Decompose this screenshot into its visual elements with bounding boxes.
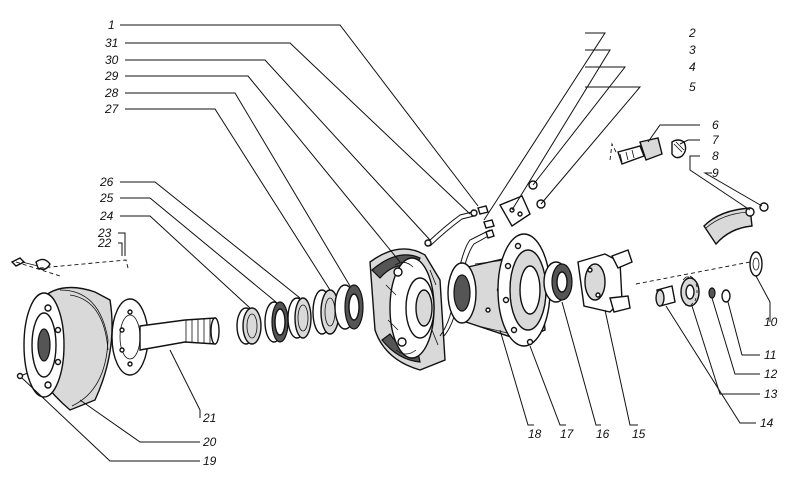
part-13-gear [680, 275, 700, 307]
label-23: 23 [97, 226, 112, 240]
part-29-30-brake-assembly [369, 248, 446, 371]
label-11: 11 [764, 348, 776, 362]
part-27-bearing [312, 289, 340, 335]
label-5: 5 [689, 80, 696, 94]
part-24-seal-ring [236, 307, 262, 345]
label-25: 25 [99, 191, 114, 205]
part-6-7-fitting-spring [617, 137, 687, 165]
label-2: 2 [688, 26, 696, 40]
label-9: 9 [712, 166, 719, 180]
part-14-bushing [655, 285, 676, 307]
part-21-axle-shaft [111, 298, 220, 376]
label-19: 19 [203, 454, 217, 468]
label-7: 7 [712, 133, 720, 147]
part-26-ring [287, 297, 312, 339]
label-13: 13 [764, 387, 778, 401]
part-4-5-nuts [528, 180, 546, 209]
label-18: 18 [528, 427, 542, 441]
label-8: 8 [712, 149, 719, 163]
label-28: 28 [104, 86, 119, 100]
label-22: 22 [97, 236, 112, 250]
part-16-bearing [543, 261, 573, 303]
label-16: 16 [596, 427, 610, 441]
leader-lines [21, 24, 771, 462]
label-12: 12 [764, 367, 778, 381]
part-28-bearing [334, 284, 364, 330]
label-17: 17 [560, 427, 575, 441]
part-1-bolts [477, 205, 495, 229]
label-30: 30 [105, 53, 119, 67]
label-20: 20 [202, 435, 217, 449]
label-10: 10 [764, 315, 778, 329]
label-15: 15 [632, 427, 646, 441]
part-number-labels: 1 31 30 29 28 27 26 25 24 23 22 21 20 19… [97, 18, 778, 468]
part-15-drive-flange [577, 249, 633, 313]
label-3: 3 [689, 43, 696, 57]
label-14: 14 [760, 416, 774, 430]
part-2-3-bracket [485, 195, 531, 239]
label-4: 4 [689, 60, 696, 74]
part-17-flange [497, 233, 551, 347]
label-21: 21 [202, 411, 216, 425]
part-22-23-bolt-washer [10, 257, 51, 271]
part-25-ring [264, 301, 289, 343]
label-31: 31 [105, 36, 118, 50]
label-1: 1 [108, 18, 115, 32]
part-8-9-cap [703, 202, 769, 246]
label-29: 29 [104, 69, 119, 83]
label-27: 27 [104, 102, 120, 116]
assembly-axis-lines [15, 142, 751, 285]
label-26: 26 [99, 175, 114, 189]
part-20-brake-drum [23, 286, 113, 411]
label-6: 6 [712, 118, 719, 132]
part-10-cover [749, 251, 763, 277]
part-11-12-washers [708, 287, 731, 303]
label-24: 24 [99, 209, 114, 223]
